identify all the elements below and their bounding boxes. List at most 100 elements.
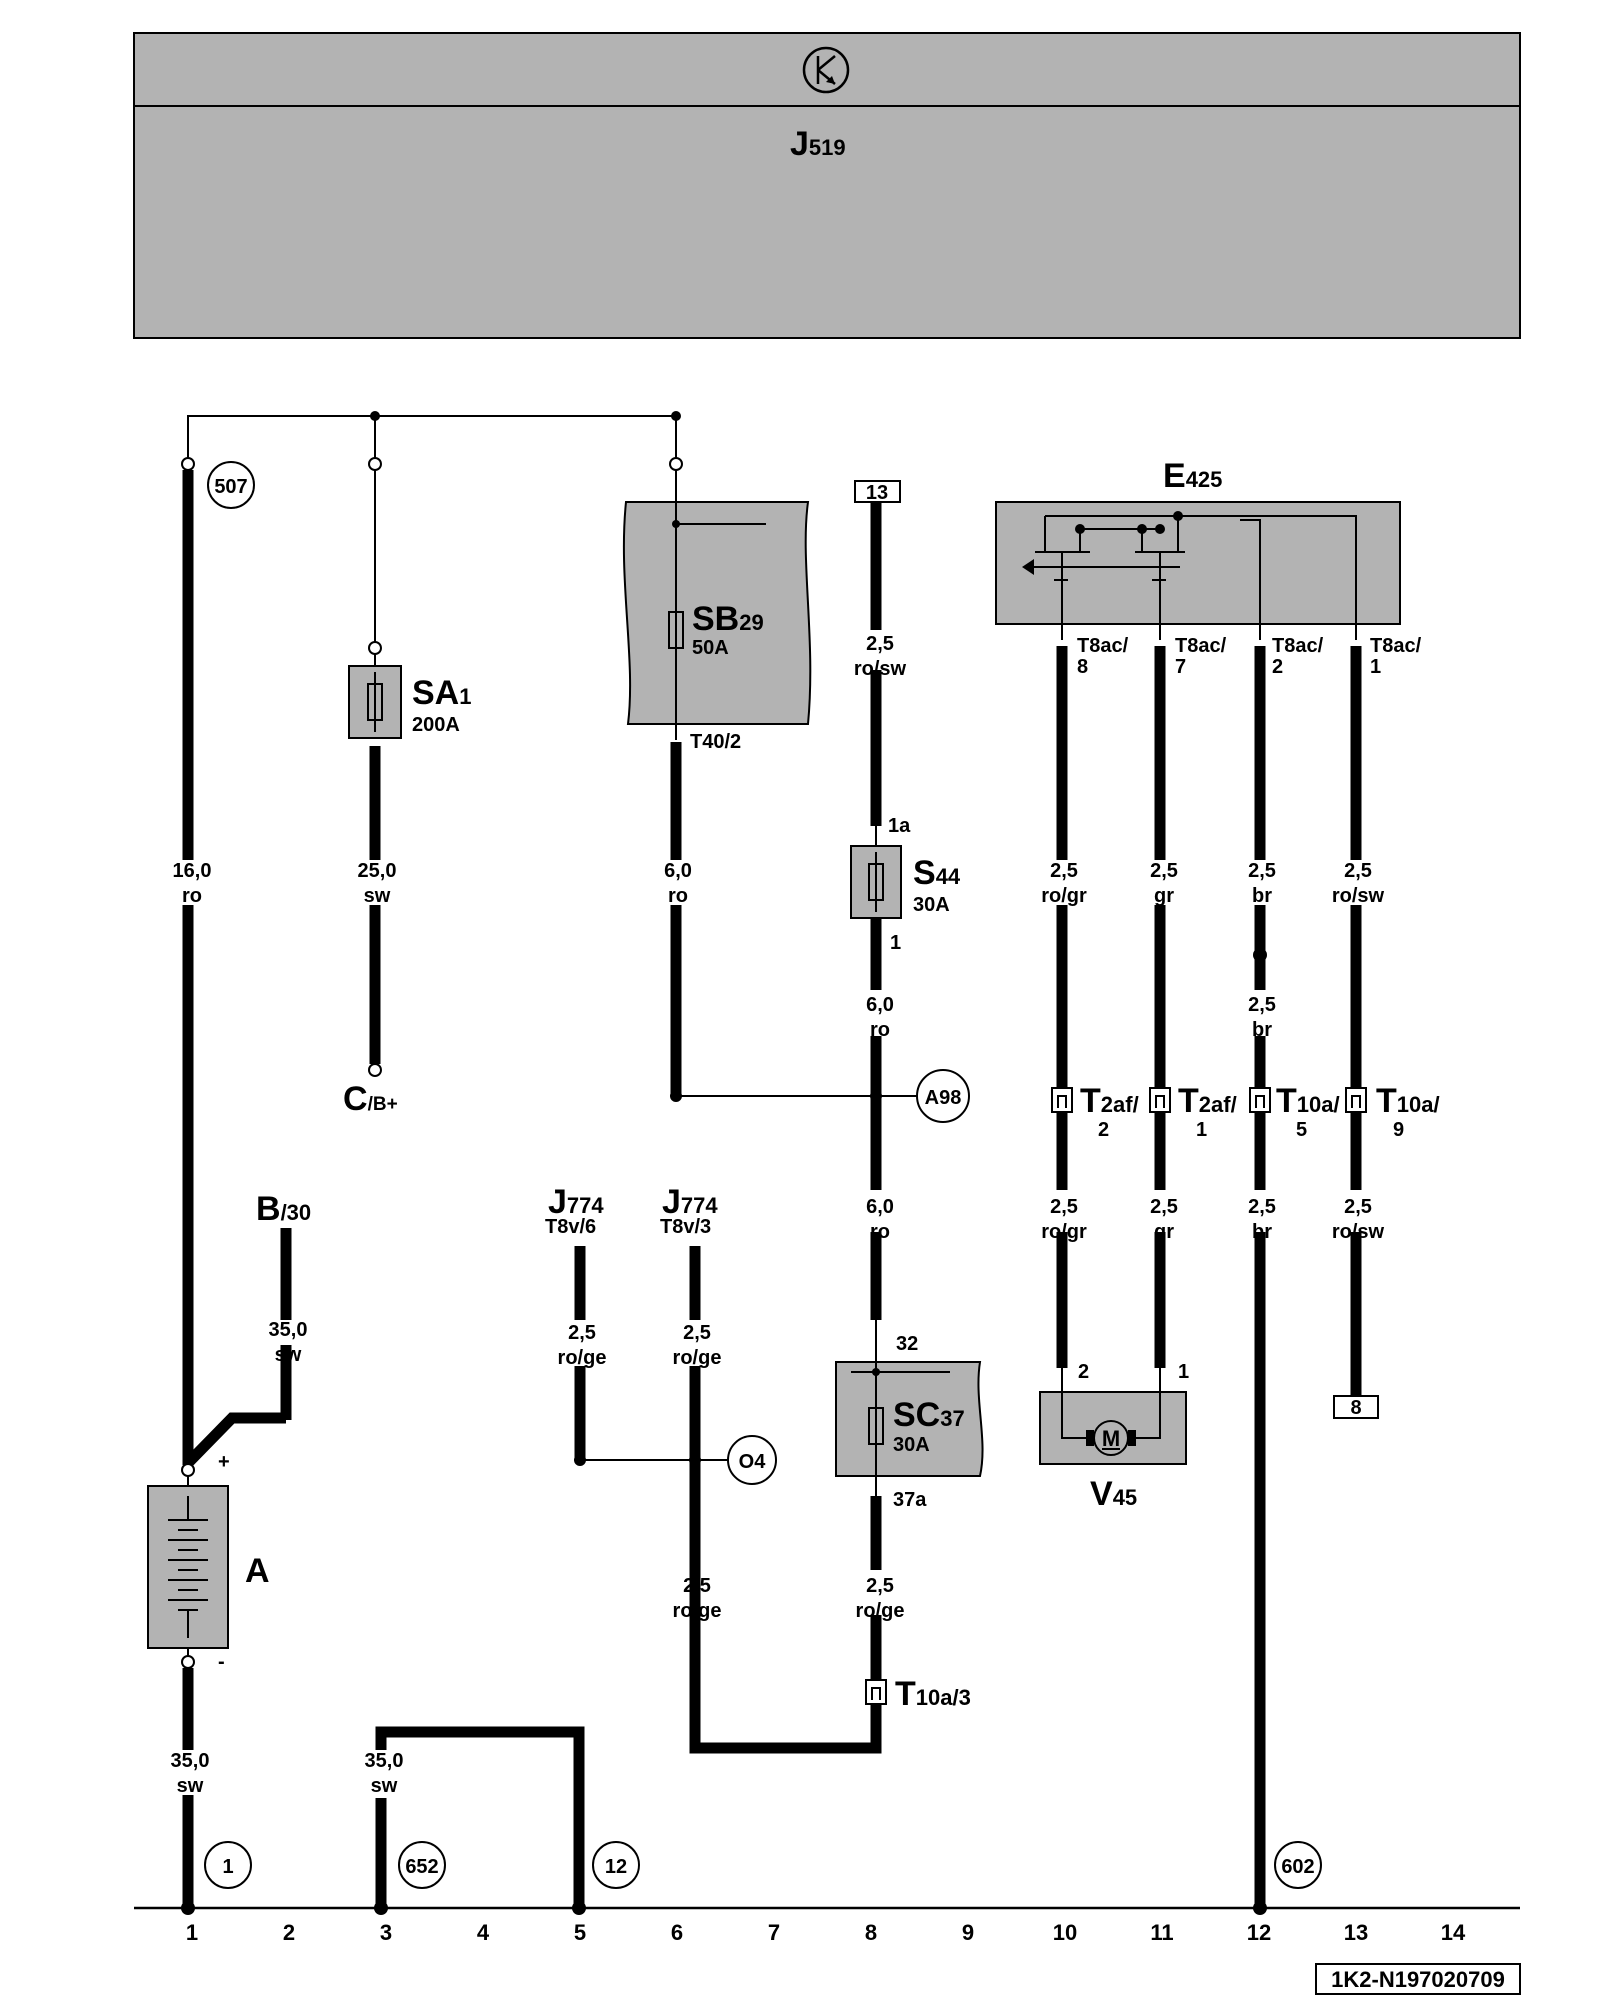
pin-label: 7 (1175, 656, 1186, 678)
ref-13-label: 13 (866, 482, 888, 504)
fuse-sc37-label: SC37 (893, 1396, 965, 1434)
ref-8-label: 8 (1350, 1397, 1361, 1419)
connector-pin-label: 1 (1196, 1119, 1207, 1141)
wire-label-color: ro/gr (1041, 885, 1087, 907)
ref-a98-label: A98 (925, 1087, 962, 1109)
motor-symbol-label: M (1102, 1426, 1120, 1451)
ref-circle-1 (204, 1841, 252, 1889)
wire-label-size: 2,5 (1344, 860, 1372, 882)
diagram-id-label: 1K2-N197020709 (1331, 1967, 1505, 1992)
pin-label: T8ac/ (1077, 635, 1129, 657)
wire-label-color: sw (371, 1775, 398, 1797)
relay-j774-pin-a: T8v/6 (545, 1216, 596, 1238)
connector-label: T2af/ (1080, 1082, 1139, 1120)
connector-label: T10a/ (1276, 1082, 1340, 1120)
ref-652-label: 652 (405, 1856, 438, 1878)
column-ruler: 1 2 3 4 5 6 7 8 9 10 11 12 13 14 (186, 1920, 1466, 1945)
wire-label-color: ro/gr (1041, 1221, 1087, 1243)
wire-label-size: 2,5 (1344, 1196, 1372, 1218)
ref-12-label: 12 (605, 1856, 627, 1878)
ground-symbol-icon (802, 46, 850, 94)
pin-label: 2 (1272, 656, 1283, 678)
wire-label-size: 2,5 (866, 633, 894, 655)
ref-circle-a98 (916, 1069, 970, 1123)
fuse-sa1-label: SA1 (412, 674, 471, 712)
control-module-label: J519 (790, 125, 846, 163)
pin-label: T8ac/ (1175, 635, 1227, 657)
fuse-sa1-rating: 200A (412, 714, 460, 736)
wire-label-size: 35,0 (365, 1750, 404, 1772)
ruler-number: 11 (1150, 1920, 1173, 1945)
wire-label-color: sw (177, 1775, 204, 1797)
wire-label-color: sw (275, 1344, 302, 1366)
pin-label: 37a (893, 1489, 927, 1511)
ruler-number: 14 (1441, 1920, 1466, 1945)
wire-label-color: ro/sw (854, 658, 907, 680)
wire-label-size: 6,0 (866, 994, 894, 1016)
wire-label-size: 16,0 (173, 860, 212, 882)
pin-label: T8ac/ (1370, 635, 1422, 657)
wire-label-color: br (1252, 1019, 1272, 1041)
ruler-number: 2 (283, 1920, 295, 1945)
ruler-number: 7 (768, 1920, 780, 1945)
pin-label: T40/2 (690, 731, 741, 753)
ruler-number: 1 (186, 1920, 198, 1945)
wire-label-size: 2,5 (1150, 860, 1178, 882)
wire-label-size: 25,0 (358, 860, 397, 882)
connector-label: T2af/ (1178, 1082, 1237, 1120)
motor-icon: M (1061, 1392, 1161, 1456)
wire-label-size: 35,0 (269, 1319, 308, 1341)
wire-label-color: ro/ge (673, 1600, 722, 1622)
connector-pin-label: 9 (1393, 1119, 1404, 1141)
fuse-sc37-box (835, 1361, 984, 1477)
wire-label-size: 2,5 (1248, 860, 1276, 882)
wire-label-size: 2,5 (683, 1322, 711, 1344)
fuse-sb29-rating: 50A (692, 637, 729, 659)
wire-label-color: ro (182, 885, 202, 907)
wire-label-color: ro (870, 1019, 890, 1041)
connector-pin-label: 2 (1098, 1119, 1109, 1141)
ref-circle-507 (207, 461, 255, 509)
ruler-number: 10 (1053, 1920, 1077, 1945)
ruler-number: 4 (477, 1920, 490, 1945)
fuse-sb29-label: SB29 (692, 600, 764, 638)
ruler-number: 12 (1247, 1920, 1271, 1945)
wire-label-size: 6,0 (664, 860, 692, 882)
ruler-number: 13 (1344, 1920, 1368, 1945)
wire-label-color: br (1252, 885, 1272, 907)
fuse-s44-label: S44 (913, 854, 961, 892)
battery-icon (168, 1496, 208, 1638)
relay-j774-pin-b: T8v/3 (660, 1216, 711, 1238)
pin-label: 1 (1178, 1361, 1189, 1383)
wire-label-size: 2,5 (1050, 860, 1078, 882)
ref-circle-602 (1274, 1841, 1322, 1889)
ref-circle-o4 (727, 1435, 777, 1485)
connector-t10a3-label: T10a/3 (895, 1675, 971, 1713)
ruler-number: 3 (380, 1920, 392, 1945)
ref-box-8 (1333, 1395, 1379, 1419)
wire-label-size: 6,0 (866, 1196, 894, 1218)
fuse-icon (668, 611, 684, 649)
wire-label-color: gr (1154, 1221, 1174, 1243)
wire-label-size: 2,5 (1150, 1196, 1178, 1218)
battery-minus-label: - (218, 1651, 225, 1673)
wire-label-color: ro/ge (856, 1600, 905, 1622)
switch-e425-box (995, 501, 1401, 625)
wire-label-size: 2,5 (1248, 994, 1276, 1016)
pin-label: 8 (1077, 656, 1088, 678)
wire-label-size: 2,5 (568, 1322, 596, 1344)
wire-label-size: 35,0 (171, 1750, 210, 1772)
connector-icon (865, 1679, 887, 1705)
pin-label: 32 (896, 1333, 918, 1355)
wire-label-color: ro (870, 1221, 890, 1243)
ref-507-label: 507 (214, 476, 247, 498)
wire-label-size: 2,5 (1248, 1196, 1276, 1218)
fuse-sc37-rating: 30A (893, 1434, 930, 1456)
battery-terminal-label: B/30 (256, 1190, 311, 1228)
fuse-icon (868, 1407, 884, 1445)
ruler-number: 5 (574, 1920, 586, 1945)
wire-label-color: ro/sw (1332, 1221, 1385, 1243)
relay-j774-label-a: J774 (548, 1183, 604, 1221)
pin-label: 1 (1370, 656, 1381, 678)
wire-label-size: 2,5 (1050, 1196, 1078, 1218)
